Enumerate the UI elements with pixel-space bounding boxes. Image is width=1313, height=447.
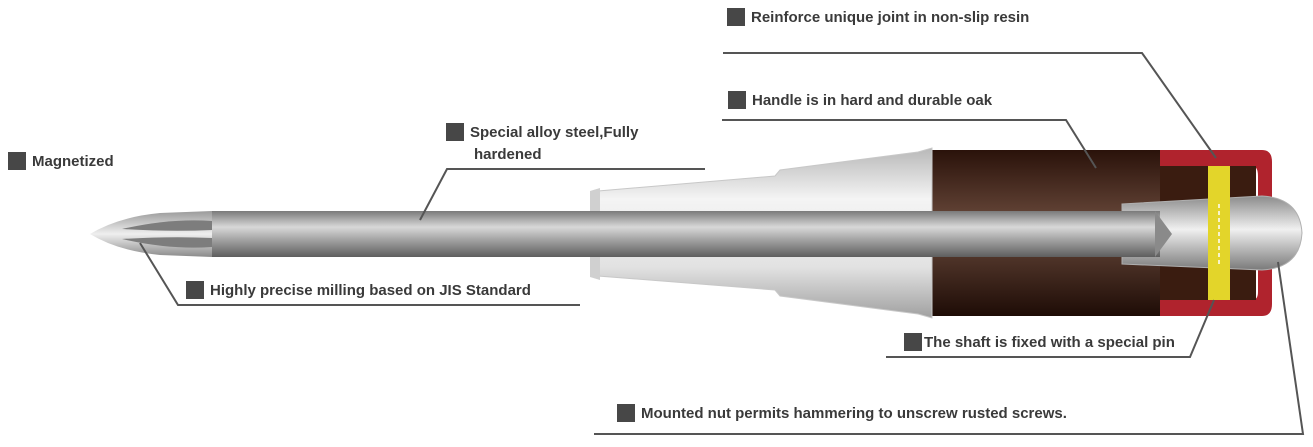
callout-steel-text-2: hardened: [474, 146, 542, 163]
tip-flute-upper: [122, 220, 212, 231]
shaft-end: [1155, 211, 1172, 257]
callout-magnetized: Magnetized: [8, 151, 114, 173]
shaft: [212, 211, 1160, 257]
callout-milling: Highly precise milling based on JIS Stan…: [186, 280, 531, 302]
callout-handle: Handle is in hard and durable oak: [728, 90, 992, 112]
bullet-square: [904, 333, 922, 351]
leader-reinforce: [723, 52, 1217, 159]
callout-magnetized-text: Magnetized: [32, 153, 114, 170]
callout-milling-text: Highly precise milling based on JIS Stan…: [210, 282, 531, 299]
leader-milling: [139, 242, 580, 306]
callout-nut: Mounted nut permits hammering to unscrew…: [617, 403, 1067, 425]
leader-lines: [139, 52, 1305, 435]
bullet-square: [728, 91, 746, 109]
bullet-square: [8, 152, 26, 170]
bullet-square: [186, 281, 204, 299]
leader-pin: [886, 299, 1215, 358]
leader-handle: [722, 119, 1097, 169]
leader-nut: [594, 261, 1305, 435]
callout-steel: Special alloy steel,Fully hardened: [446, 122, 638, 166]
callout-reinforce: Reinforce unique joint in non-slip resin: [727, 7, 1029, 29]
bullet-square: [617, 404, 635, 422]
bullet-square: [727, 8, 745, 26]
leader-steel: [419, 168, 705, 221]
bullet-square: [446, 123, 464, 141]
callout-pin: The shaft is fixed with a special pin: [904, 332, 1175, 354]
callout-nut-text: Mounted nut permits hammering to unscrew…: [641, 405, 1067, 422]
tip-flute-lower: [122, 237, 212, 248]
callout-handle-text: Handle is in hard and durable oak: [752, 92, 993, 109]
callout-reinforce-text: Reinforce unique joint in non-slip resin: [751, 9, 1030, 26]
callout-pin-text: The shaft is fixed with a special pin: [924, 334, 1175, 351]
resin-joint: [1160, 150, 1272, 316]
phillips-tip: [90, 211, 212, 257]
callout-steel-text-1: Special alloy steel,Fully: [470, 124, 639, 141]
